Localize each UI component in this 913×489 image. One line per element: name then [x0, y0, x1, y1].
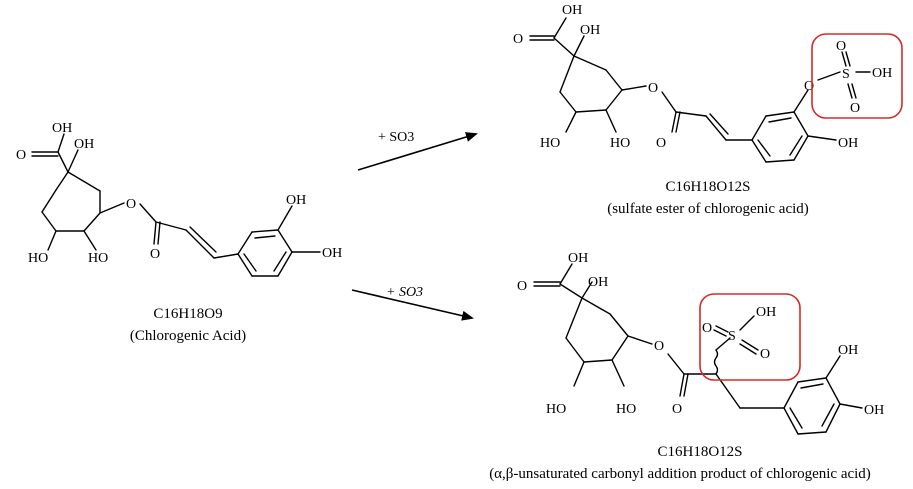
sulfate-oh-label: OH [872, 66, 892, 81]
ho-label-1: HO [28, 251, 48, 266]
sulfate-group: S O O OH [811, 33, 903, 119]
p1-aryl-oh-label: OH [838, 136, 858, 151]
p2-aryl-oh-label-1: OH [838, 343, 858, 358]
p2-ho-label-2: HO [616, 402, 636, 417]
p2-carbonyl-o-label: O [517, 279, 527, 294]
ester-o-label: O [126, 197, 136, 212]
sulfur-label: S [842, 67, 850, 82]
reaction-arrow-bottom: + SO3 [351, 285, 474, 321]
chlorogenic-acid-structure: OH O OH HO HO O O [16, 121, 342, 277]
wavy-bond [713, 349, 719, 375]
bottom-reagent-label: + SO3 [386, 285, 423, 300]
quinic-ring-top [559, 55, 623, 113]
ho-label-2: HO [88, 251, 108, 266]
p1-aryl-ring [751, 111, 809, 163]
p1-ester-o-label: O [648, 81, 658, 96]
sulfonic-highlight-box [699, 293, 801, 381]
p1-carbonyl-o-label: O [513, 32, 523, 47]
reactant-name: (Chlorogenic Acid) [130, 328, 246, 344]
caffeoyl-ring [237, 229, 293, 277]
ring-oh-label: OH [74, 137, 94, 152]
p1-ho-label-1: HO [540, 136, 560, 151]
product-top-name: (sulfate ester of chlorogenic acid) [607, 201, 809, 217]
aryl-oh-label-1: OH [286, 193, 306, 208]
p2-sulfonic-oh-label: OH [756, 305, 776, 320]
acid-oh-label: OH [52, 121, 72, 136]
top-reagent-label: + SO3 [378, 130, 414, 145]
p2-acid-oh-label: OH [568, 251, 588, 266]
p2-aryl-ring [783, 377, 841, 435]
p2-ester-o-label: O [654, 339, 664, 354]
p2-ho-label-1: HO [546, 402, 566, 417]
p1-ester-carbonyl-o-label: O [656, 136, 666, 151]
ester-carbonyl-o-label: O [150, 247, 160, 262]
p1-acid-oh-label: OH [562, 3, 582, 18]
reaction-arrow-top: + SO3 [357, 130, 478, 171]
p1-ring-oh-label: OH [580, 23, 600, 38]
product-bottom-name: (α,β-unsaturated carbonyl addition produ… [489, 466, 871, 482]
p2-aryl-oh-label-2: OH [864, 403, 884, 418]
quinic-ring-bottom [565, 297, 629, 363]
product-bottom-formula: C16H18O12S [657, 444, 742, 460]
p2-sulfur-label: S [728, 329, 736, 344]
sulfate-o-bottom-label: O [850, 101, 860, 116]
quinic-ring [41, 171, 101, 232]
p2-ester-carbonyl-o-label: O [672, 402, 682, 417]
sulfate-ester-structure: OH O OH HO HO O O O [513, 3, 903, 163]
reactant-formula: C16H18O9 [153, 306, 222, 322]
carbonyl-o-label: O [16, 148, 26, 163]
p2-sulfonic-o-right-label: O [760, 347, 770, 362]
aryl-oh-label-2: OH [322, 246, 342, 261]
p1-ho-label-2: HO [610, 136, 630, 151]
sulfonic-group: S OH O O [699, 293, 801, 381]
sulfate-o-top-label: O [836, 39, 846, 54]
addition-product-structure: OH O OH HO HO O O OH [517, 251, 884, 435]
p1-sulfate-o-label: O [804, 79, 814, 94]
sulfate-highlight-box [811, 33, 903, 119]
product-top-formula: C16H18O12S [665, 179, 750, 195]
p2-ring-oh-label: OH [588, 275, 608, 290]
p2-sulfonic-o-left-label: O [702, 321, 712, 336]
